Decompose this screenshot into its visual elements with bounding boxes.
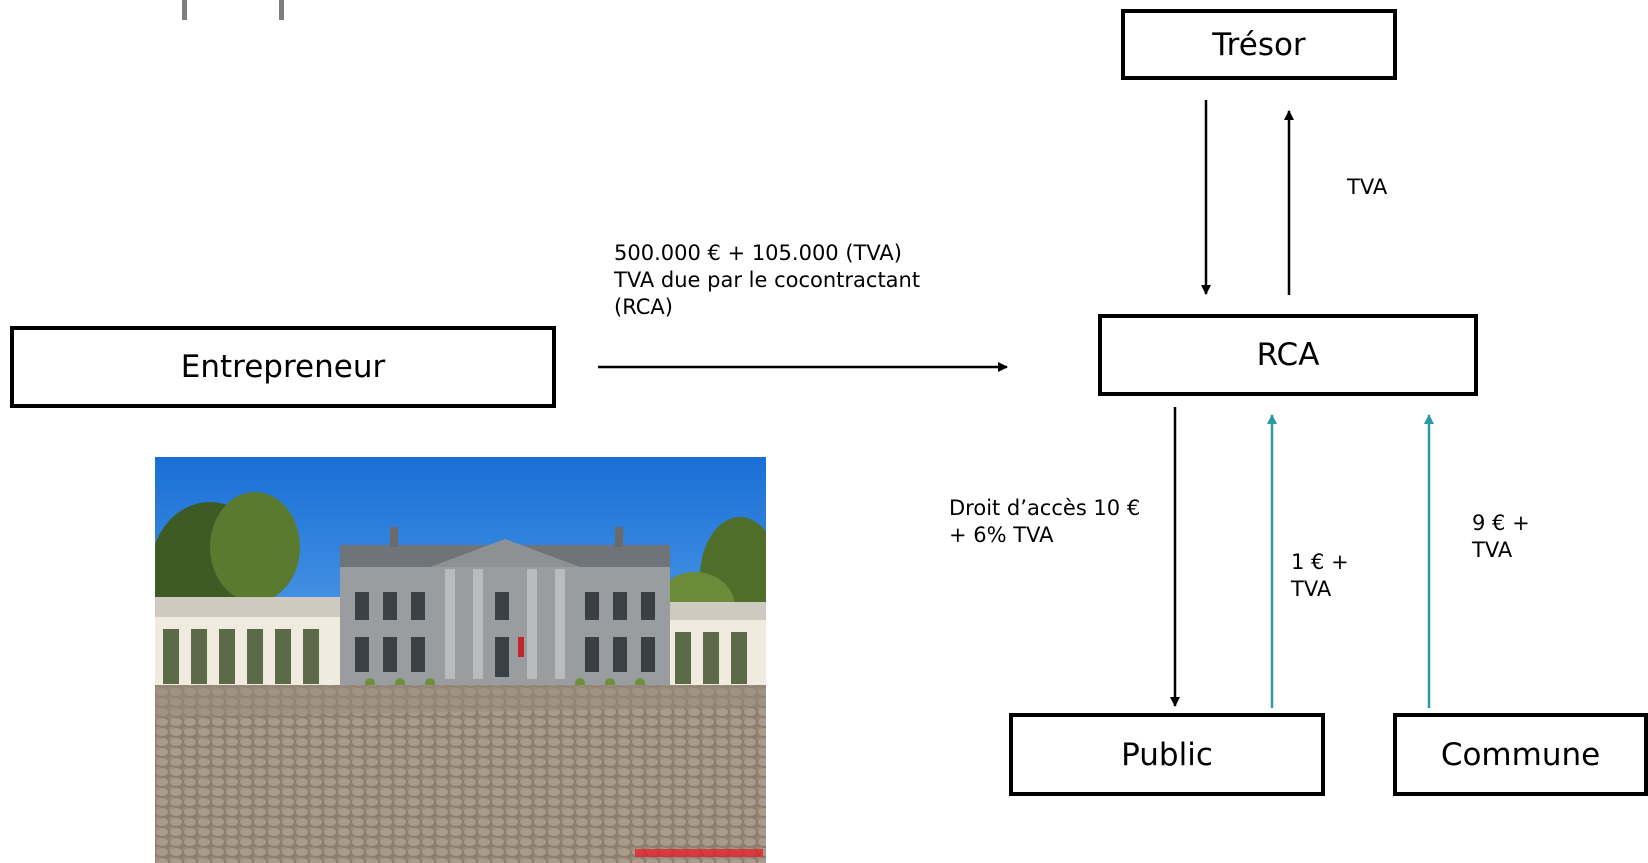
label-droit-line2: + 6% TVA — [949, 523, 1054, 547]
header-fragment-1 — [182, 0, 187, 20]
node-commune-label: Commune — [1440, 736, 1601, 773]
node-tresor: Trésor — [1121, 9, 1397, 80]
node-entrepreneur-label: Entrepreneur — [180, 349, 386, 385]
node-rca-label: RCA — [1256, 337, 1320, 373]
label-public-line1: 1 € + — [1291, 550, 1349, 574]
label-tva-tresor: TVA — [1347, 175, 1388, 199]
label-entrepreneur-flow: 500.000 € + 105.000 (TVA) TVA due par le… — [614, 240, 920, 321]
node-rca: RCA — [1098, 314, 1478, 396]
label-droit-acces: Droit d’accès 10 € + 6% TVA — [949, 495, 1140, 549]
node-public-label: Public — [1121, 736, 1213, 773]
label-commune-line2: TVA — [1472, 538, 1513, 562]
label-public-payment: 1 € + TVA — [1291, 549, 1349, 603]
chateau-photo — [155, 457, 766, 863]
label-droit-line1: Droit d’accès 10 € — [949, 496, 1141, 520]
node-commune: Commune — [1393, 713, 1648, 796]
node-entrepreneur: Entrepreneur — [10, 326, 556, 408]
node-tresor-label: Trésor — [1212, 26, 1306, 63]
label-public-line2: TVA — [1291, 577, 1332, 601]
label-entrepreneur-line1: 500.000 € + 105.000 (TVA) — [614, 241, 902, 265]
label-commune-line1: 9 € + — [1472, 511, 1530, 535]
header-fragment-2 — [279, 0, 284, 20]
label-entrepreneur-line2: TVA due par le cocontractant — [614, 268, 921, 292]
label-commune-payment: 9 € + TVA — [1472, 510, 1530, 564]
label-entrepreneur-line3: (RCA) — [614, 295, 673, 319]
node-public: Public — [1009, 713, 1325, 796]
